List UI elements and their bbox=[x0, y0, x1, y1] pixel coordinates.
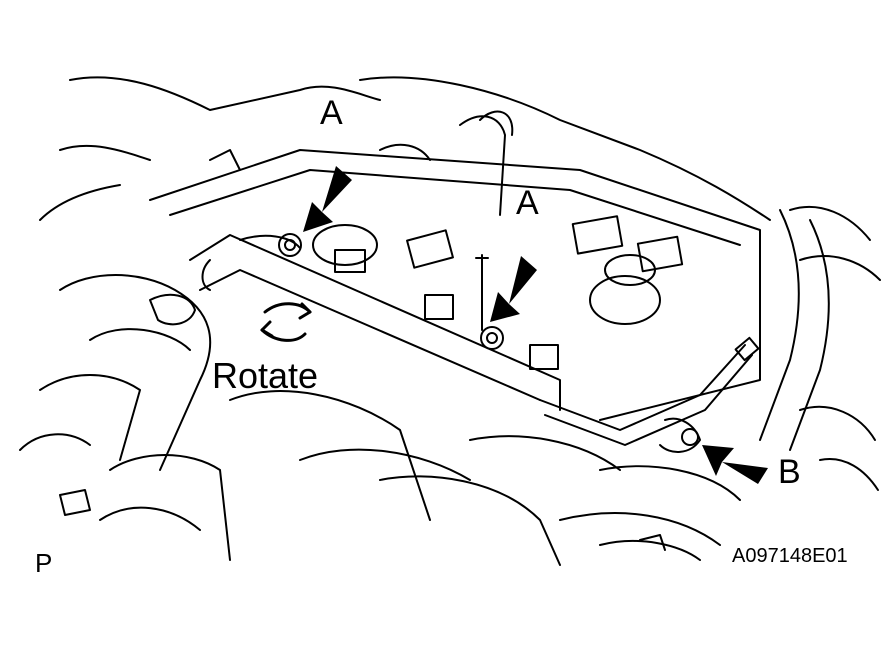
callout-a-right: A bbox=[516, 184, 539, 222]
callout-b: B bbox=[778, 453, 801, 491]
rotate-label: Rotate bbox=[212, 355, 319, 396]
corner-mark: P bbox=[35, 548, 53, 578]
arrow-icon bbox=[490, 256, 537, 322]
figure-code: A097148E01 bbox=[732, 545, 848, 567]
callout-a-left: A bbox=[320, 94, 343, 132]
rotate-arrows-icon bbox=[260, 302, 312, 342]
arrow-icon bbox=[303, 166, 352, 232]
arrow-icon bbox=[702, 445, 768, 484]
